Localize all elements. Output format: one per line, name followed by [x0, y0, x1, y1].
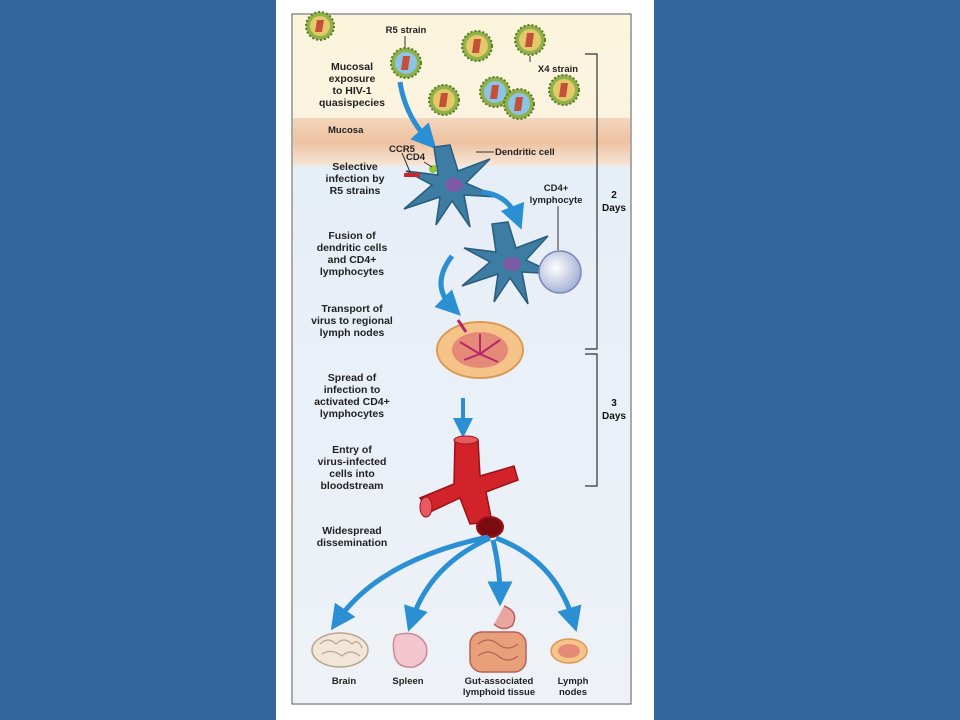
lymph-nodes-label-line-1: Lymph — [558, 676, 589, 687]
transport-line-2: virus to regional — [311, 315, 393, 327]
x4-virion-icon — [514, 24, 546, 56]
two-days-number: 2 — [611, 190, 617, 201]
infection-arrow — [397, 81, 437, 150]
spread-line-4: lymphocytes — [320, 408, 384, 420]
brain-illustration — [311, 632, 369, 668]
arrow-to-gut — [487, 539, 513, 607]
mucosa-band — [293, 118, 630, 166]
mucosa-label: Mucosa — [328, 125, 364, 136]
galt-label-line-2: lymphoid tissue — [463, 687, 535, 698]
fused-dendritic-cell-illustration — [461, 221, 557, 305]
mucosal-exposure-line-3: to HIV-1 — [332, 85, 371, 97]
selective-infection-line-1: Selective — [332, 161, 378, 173]
transport-line-1: Transport of — [321, 303, 383, 315]
entry-line-4: bloodstream — [320, 480, 383, 492]
right-background-band — [654, 0, 960, 720]
two-days-bracket — [585, 53, 598, 350]
cd4-receptor-icon — [429, 165, 437, 173]
dendritic-cell-label: Dendritic cell — [495, 147, 555, 158]
ccr5-pointer-line — [401, 152, 411, 173]
fusion-line-1: Fusion of — [328, 230, 376, 242]
lymph-node-illustration — [436, 319, 524, 379]
virion-icon — [428, 84, 460, 116]
selective-infection-line-2: infection by — [326, 173, 385, 185]
ccr5-receptor-icon — [404, 173, 420, 177]
x4-strain-label: X4 strain — [538, 64, 578, 75]
cd4-lymphocyte-label-line-1: CD4+ — [544, 183, 569, 194]
r5-virion-icon — [390, 47, 422, 79]
lymph-nodes-label-line-2: nodes — [559, 687, 587, 698]
gut-illustration — [469, 605, 527, 673]
virion-group — [305, 11, 580, 120]
transport-arrow — [434, 254, 461, 316]
entry-line-3: cells into — [329, 468, 375, 480]
entry-line-1: Entry of — [332, 444, 372, 456]
spread-line-2: infection to — [324, 384, 381, 396]
arrow-to-spleen — [404, 535, 492, 632]
fusion-line-3: and CD4+ — [328, 254, 377, 266]
transport-line-3: lymph nodes — [320, 327, 385, 339]
cd4-lymphocyte-label-line-2: lymphocyte — [530, 195, 583, 206]
three-days-number: 3 — [611, 398, 617, 409]
three-days-bracket — [585, 353, 598, 487]
virion-icon — [461, 30, 493, 62]
lymph-node-organ-illustration — [550, 638, 588, 664]
virion-icon — [503, 88, 535, 120]
virion-icon — [305, 11, 335, 41]
entry-line-2: virus-infected — [318, 456, 387, 468]
galt-label-line-1: Gut-associated — [465, 676, 534, 687]
virion-icon — [548, 74, 580, 106]
fusion-arrow — [481, 189, 525, 230]
r5-strain-label: R5 strain — [386, 25, 427, 36]
cd4-lymphocyte-icon — [538, 250, 582, 294]
dissemination-line-2: dissemination — [317, 537, 388, 549]
mucosal-exposure-line-2: exposure — [329, 73, 376, 85]
arrow-to-lymph-nodes — [495, 535, 582, 632]
spleen-illustration — [392, 632, 428, 668]
arrow-to-brain — [330, 534, 489, 631]
dissemination-line-1: Widespread — [322, 525, 381, 537]
mucosal-exposure-line-1: Mucosal — [331, 61, 373, 73]
brain-label: Brain — [332, 676, 356, 687]
three-days-unit: Days — [602, 411, 626, 422]
cd4-label: CD4 — [406, 152, 426, 163]
selective-infection-line-3: R5 strains — [330, 185, 381, 197]
cd4-pointer-line — [423, 161, 433, 168]
mucosal-exposure-line-4: quasispecies — [319, 97, 385, 109]
spread-line-1: Spread of — [328, 372, 377, 384]
spread-line-3: activated CD4+ — [314, 396, 390, 408]
blood-vessel-illustration — [418, 435, 519, 538]
fusion-line-4: lymphocytes — [320, 266, 384, 278]
two-days-unit: Days — [602, 203, 626, 214]
spleen-label: Spleen — [392, 676, 423, 687]
left-background-band — [0, 0, 276, 720]
fusion-line-2: dendritic cells — [317, 242, 388, 254]
panel-frame — [291, 13, 632, 705]
dendritic-cell-illustration — [403, 144, 499, 228]
ccr5-label: CCR5 — [389, 144, 416, 155]
